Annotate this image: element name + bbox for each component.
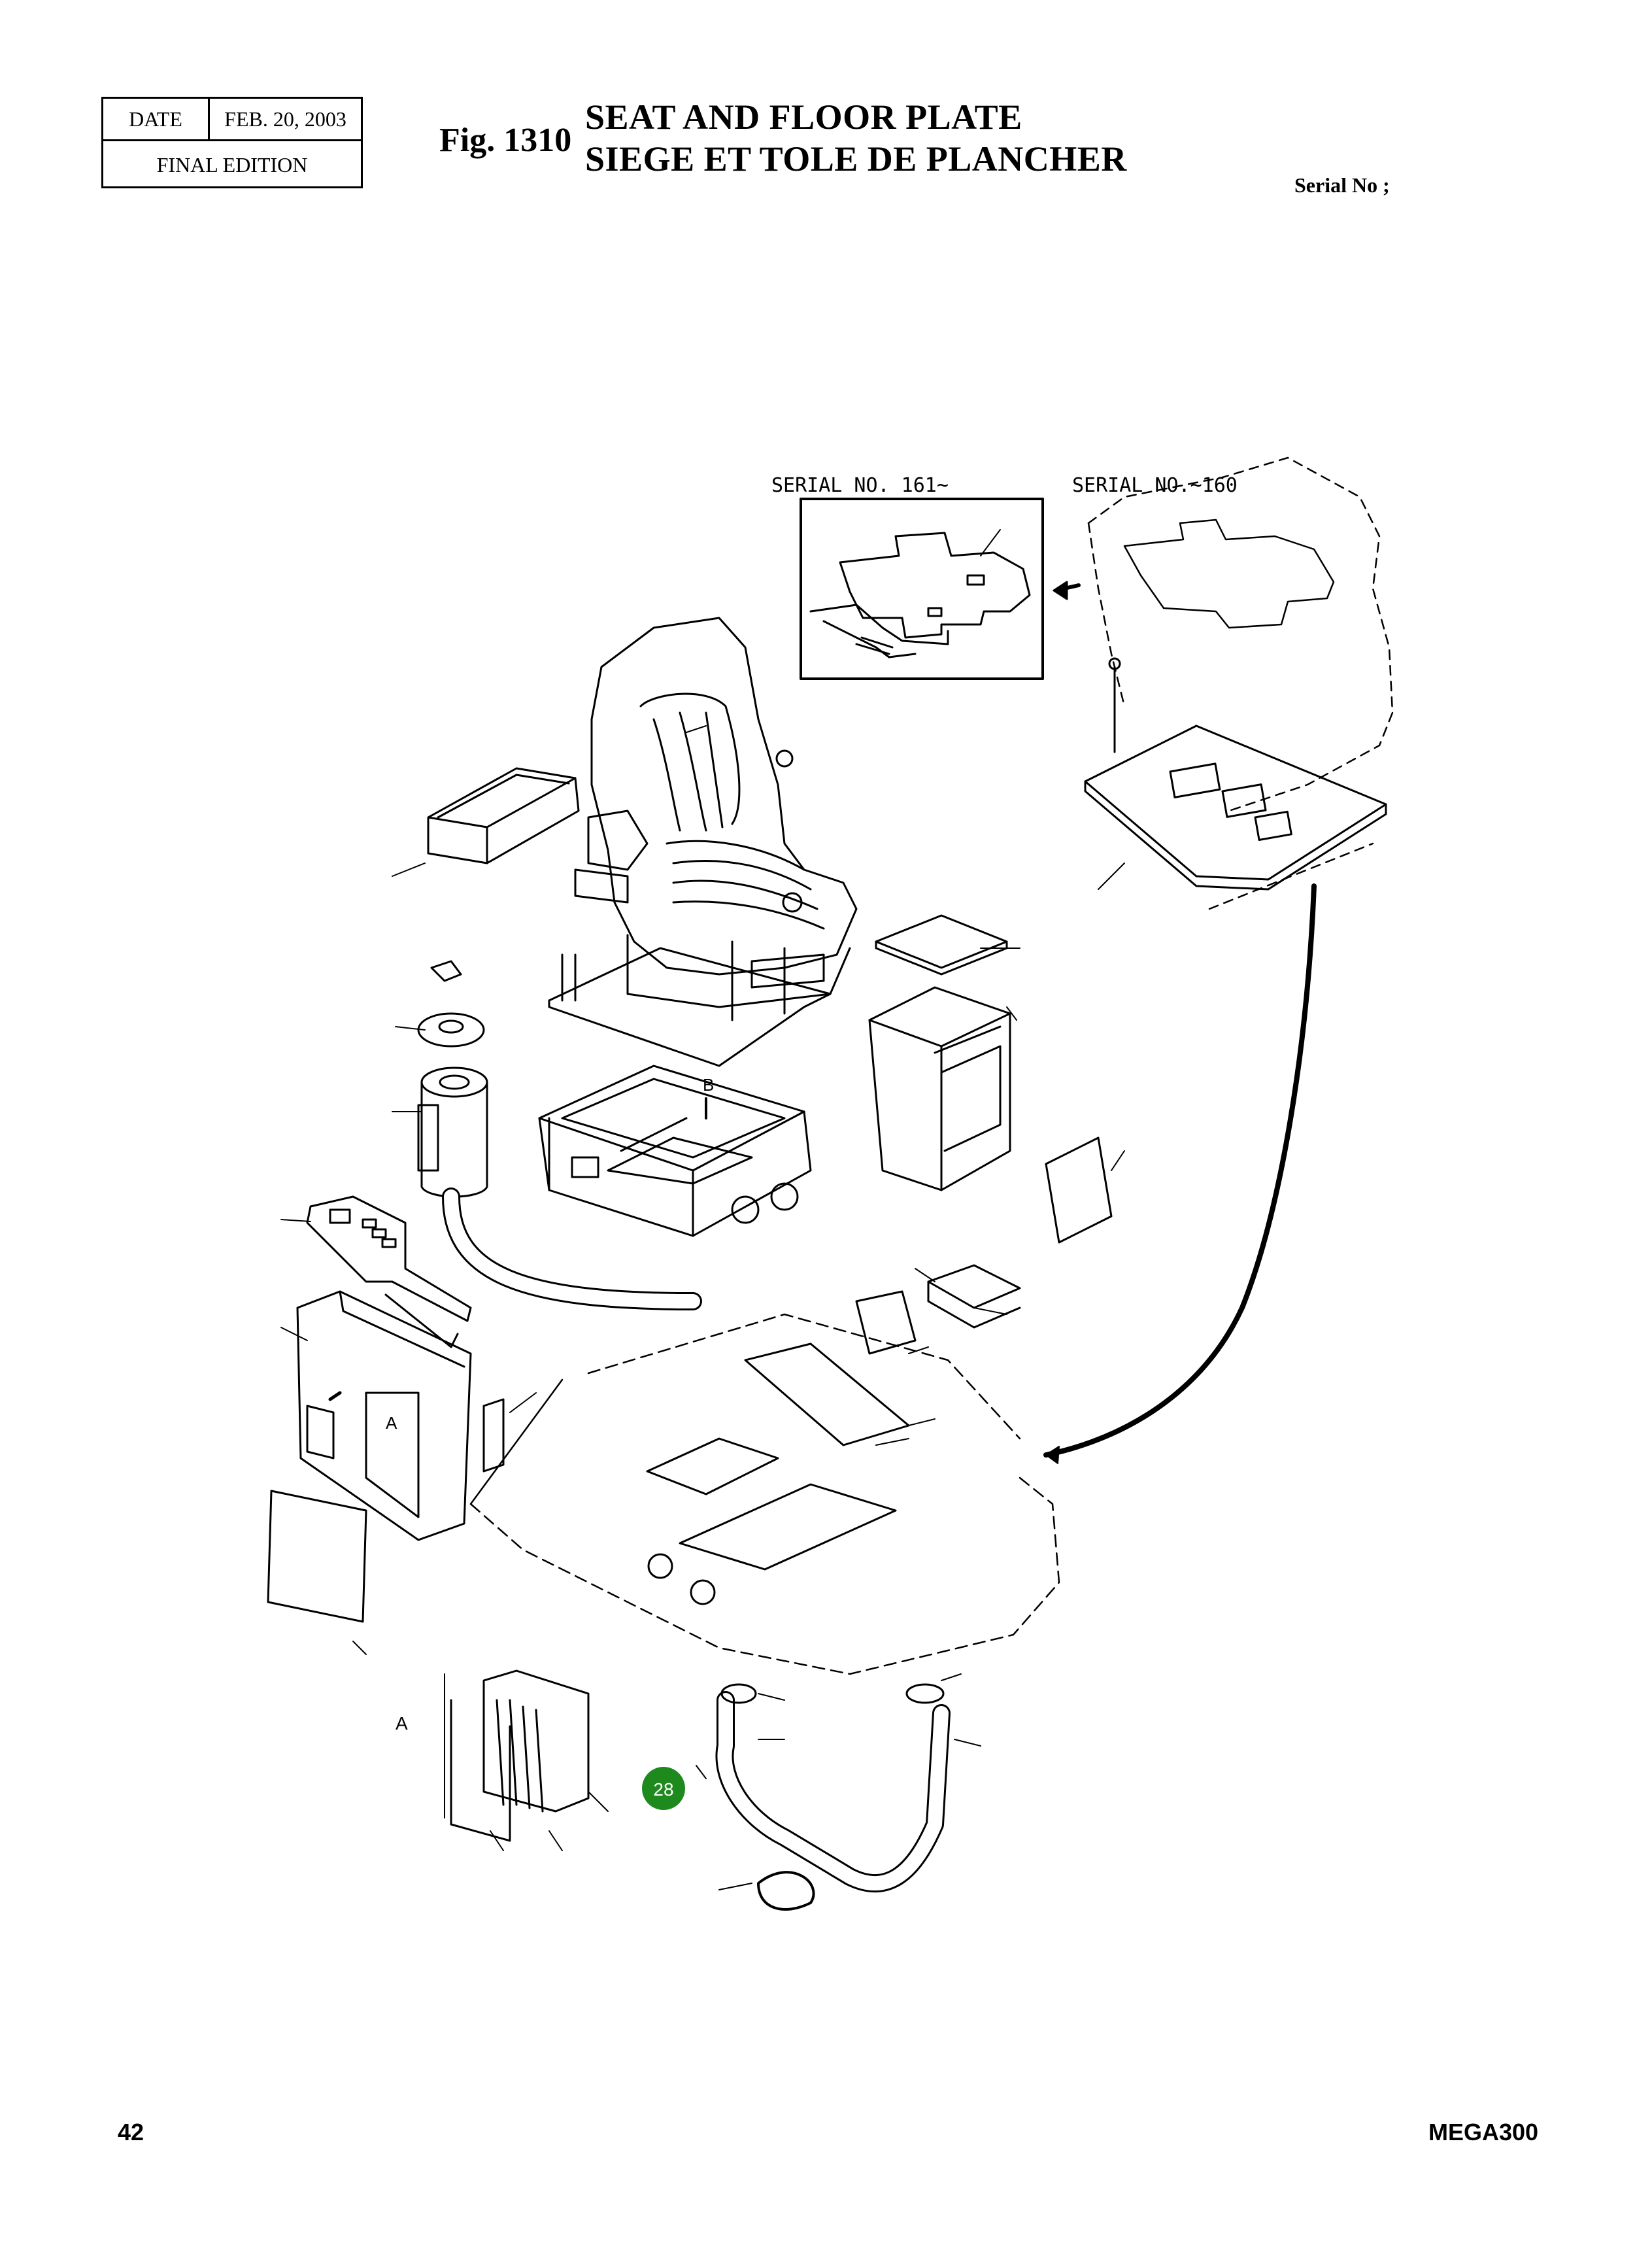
duct-clamp (905, 1683, 945, 1704)
inset-serial-161 (800, 498, 1044, 680)
storage-tray (427, 767, 580, 864)
title-french: SIEGE ET TOLE DE PLANCHER (585, 139, 1127, 179)
grommet (690, 1579, 716, 1605)
cover-plate (267, 1490, 367, 1623)
model-code: MEGA300 (1428, 2119, 1539, 2145)
hose (442, 1187, 702, 1310)
floor-plate-upper (1084, 657, 1387, 891)
duct-clamp (720, 1683, 757, 1704)
filter-canister (417, 960, 488, 1198)
hose-band (757, 1871, 815, 1911)
cab-outline-dashed (1087, 456, 1394, 910)
floor-mat-old (1123, 519, 1335, 629)
figure-number: Fig. 1310 (439, 122, 572, 159)
base-frame (469, 1313, 1060, 1675)
arrow-head-icon (1053, 581, 1068, 600)
view-letter-a-lower: A (396, 1713, 408, 1733)
leader-lines (280, 862, 1125, 1890)
control-panel-plate (306, 1195, 472, 1348)
grommet (647, 1553, 673, 1579)
edition-label: FINAL EDITION (156, 152, 308, 177)
duct-pipe (715, 1691, 951, 1892)
heater-grille (444, 1669, 590, 1842)
arrow-head-icon (1045, 1446, 1060, 1464)
inset-label-161: SERIAL NO. 161~ (771, 474, 949, 497)
view-letter-b: B (703, 1075, 714, 1095)
console-cover (868, 914, 1113, 1244)
date-edition-box: DATE FEB. 20, 2003 FINAL EDITION (101, 97, 363, 188)
date-value: FEB. 20, 2003 (224, 107, 346, 131)
date-row: DATE FEB. 20, 2003 (103, 99, 361, 141)
seat-mount-plate (548, 868, 832, 1067)
view-letter-a-upper: A (386, 1413, 397, 1433)
seat-base-box (538, 1065, 812, 1237)
floor-mat-2 (646, 1437, 779, 1495)
floor-mat-1 (744, 1342, 910, 1446)
page-number: 42 (118, 2119, 144, 2145)
callout-bubble: 28 (642, 1767, 685, 1810)
serial-number-label: Serial No ; (1294, 173, 1390, 197)
floor-mat-3 (679, 1483, 897, 1571)
filter-block (855, 1290, 917, 1355)
wiring-harness (1043, 883, 1317, 1458)
side-panel (296, 1290, 505, 1541)
foam-block (927, 1264, 1021, 1329)
callout-number: 28 (653, 1779, 673, 1800)
date-label: DATE (103, 99, 210, 139)
inset-label-160: SERIAL NO.~160 (1072, 474, 1238, 497)
title-english: SEAT AND FLOOR PLATE (585, 97, 1022, 137)
